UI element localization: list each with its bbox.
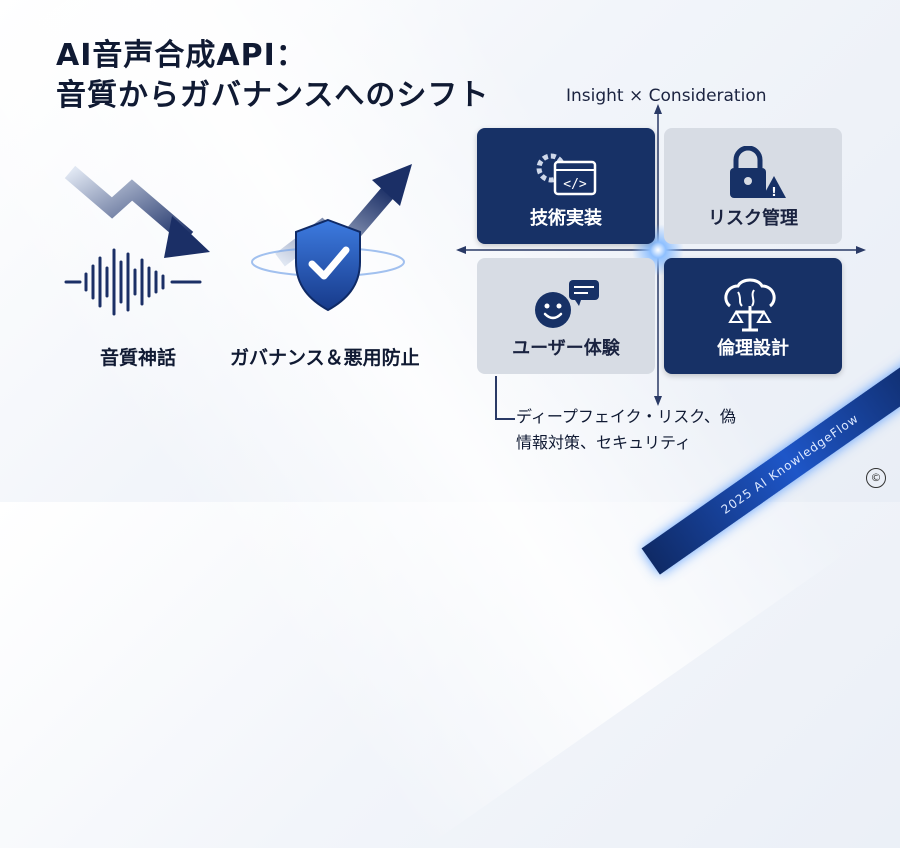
note-line-1: ディープフェイク・リスク、偽 (516, 407, 736, 426)
svg-text:!: ! (771, 185, 776, 199)
caption-governance: ガバナンス＆悪用防止 (230, 347, 420, 369)
quadrant-label: 技術実装 (530, 208, 602, 229)
title-line-1: AI音声合成API： (56, 38, 307, 73)
down-arrow-icon (64, 165, 210, 258)
smile-chat-icon (535, 280, 599, 328)
quadrant-label: 倫理設計 (717, 338, 789, 359)
svg-text:</>: </> (563, 177, 587, 192)
caption-sound-quality-myth: 音質神話 (100, 347, 177, 369)
lock-warning-icon: ! (730, 146, 786, 199)
copyright-mark: © (866, 468, 886, 488)
title-line-2: 音質からガバナンスへのシフト (56, 78, 490, 113)
brain-scale-icon (724, 278, 776, 332)
left-illustration (64, 164, 412, 316)
gear-code-icon: </> (536, 153, 597, 196)
note-text: ディープフェイク・リスク、偽 情報対策、セキュリティ (516, 404, 736, 456)
shield-check-icon (251, 218, 405, 312)
page-title: AI音声合成API： 音質からガバナンスへのシフト (56, 36, 489, 116)
quadrant-ethics-design: 倫理設計 (664, 258, 842, 374)
quadrant-risk-management: ! リスク管理 (664, 128, 842, 244)
quadrant-label: リスク管理 (708, 208, 798, 229)
note-bracket (495, 376, 515, 420)
quadrant-tech-implementation: </> 技術実装 (477, 128, 655, 244)
quadrant-header: Insight × Consideration (566, 86, 767, 106)
quadrant-label: ユーザー体験 (512, 338, 620, 359)
note-line-2: 情報対策、セキュリティ (516, 433, 692, 452)
quadrant-user-experience: ユーザー体験 (477, 258, 655, 374)
sound-wave-icon (64, 248, 202, 316)
